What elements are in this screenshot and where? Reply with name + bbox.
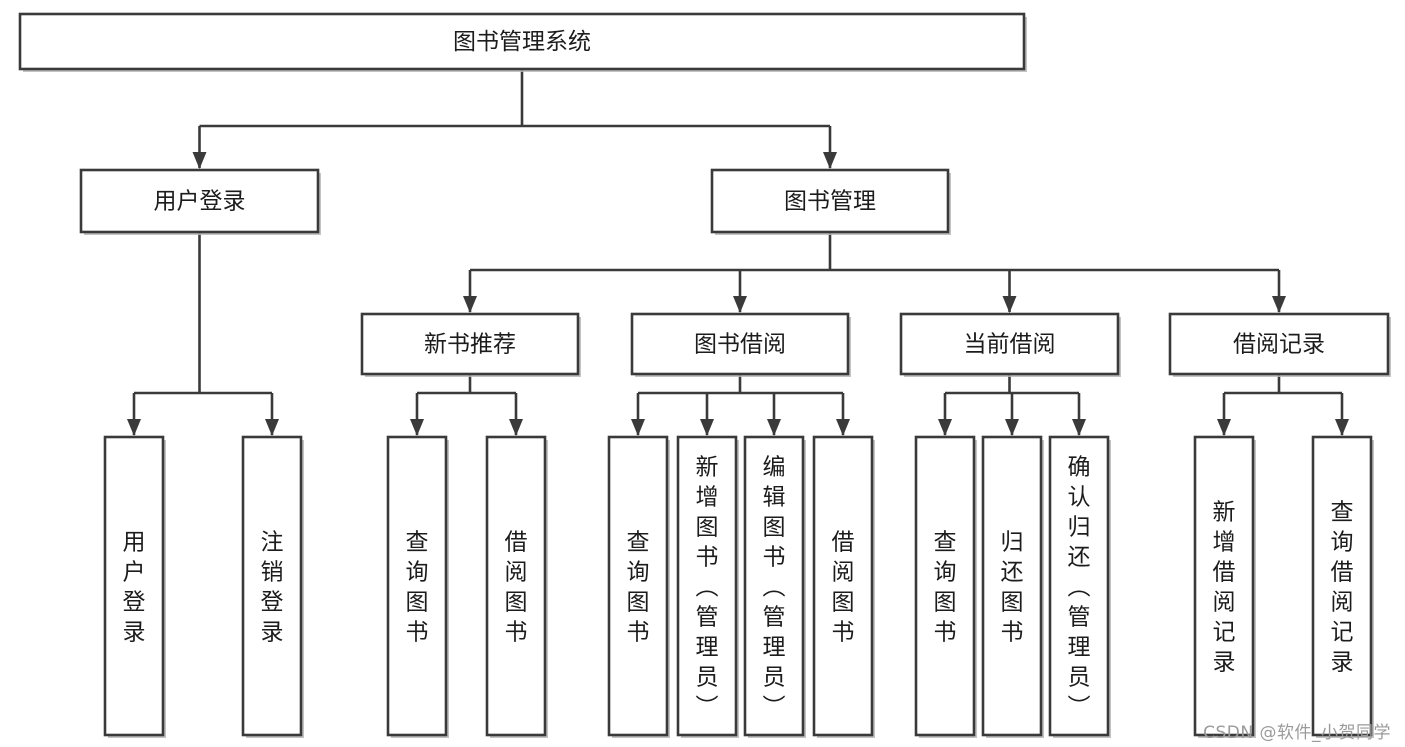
- node-box: [1048, 435, 1110, 737]
- node-l4-add-borrow-record[interactable]: 新增借阅记录: [1193, 435, 1256, 738]
- node-label: 图书管理: [784, 189, 876, 215]
- node-label: 查询图书: [934, 529, 957, 645]
- node-box: [103, 435, 165, 737]
- node-l4-query-book-3[interactable]: 查询图书: [914, 435, 977, 738]
- node-l4-query-book-2[interactable]: 查询图书: [607, 435, 670, 738]
- node-label: 当前借阅: [964, 332, 1056, 358]
- node-label: 借阅记录: [1233, 332, 1325, 358]
- node-l3-book-borrow[interactable]: 图书借阅: [630, 312, 851, 377]
- node-l4-add-book-admin[interactable]: 新增图书︵管理员︶: [676, 435, 739, 738]
- watermark-label: CSDN @软件_小贺同学: [1203, 723, 1391, 743]
- nodes-layer: 图书管理系统用户登录图书管理新书推荐图书借阅当前借阅借阅记录用户登录注销登录查询…: [18, 12, 1391, 738]
- node-l4-return-book[interactable]: 归还图书: [981, 435, 1044, 738]
- edge-group-from-l2-user-login: [127, 232, 279, 436]
- node-box: [485, 435, 547, 737]
- node-l3-borrow-record[interactable]: 借阅记录: [1168, 312, 1391, 377]
- node-l4-borrow-book-2[interactable]: 借阅图书: [812, 435, 875, 738]
- node-root[interactable]: 图书管理系统: [18, 12, 1027, 72]
- node-label: 查询图书: [627, 529, 650, 645]
- node-l4-confirm-return-admin[interactable]: 确认归还︵管理员︶: [1048, 435, 1111, 738]
- node-label: 借阅图书: [832, 529, 855, 645]
- node-label: 用户登录: [154, 189, 246, 215]
- node-l3-new-book-rec[interactable]: 新书推荐: [360, 312, 581, 377]
- connectors-layer: [127, 69, 1349, 436]
- node-l4-user-login[interactable]: 用户登录: [103, 435, 166, 738]
- node-box: [630, 312, 850, 376]
- node-l4-borrow-book-1[interactable]: 借阅图书: [485, 435, 548, 738]
- node-label: 新书推荐: [424, 332, 516, 358]
- node-box: [914, 435, 976, 737]
- node-l2-user-login[interactable]: 用户登录: [79, 168, 321, 235]
- node-box: [386, 435, 448, 737]
- node-l4-edit-book-admin[interactable]: 编辑图书︵管理员︶: [743, 435, 806, 738]
- node-l4-query-book-1[interactable]: 查询图书: [386, 435, 449, 738]
- node-label: 用户登录: [123, 529, 146, 645]
- node-label: 借阅图书: [505, 529, 528, 645]
- node-box: [710, 168, 950, 234]
- node-label: 图书借阅: [694, 332, 786, 358]
- node-box: [743, 435, 805, 737]
- node-label: 注销登录: [261, 529, 284, 645]
- node-label: 确认归还︵管理员︶: [1068, 454, 1091, 720]
- node-label: 新增图书︵管理员︶: [696, 454, 719, 720]
- edge-group-from-l3-current-borrow: [938, 374, 1086, 436]
- node-label: 图书管理系统: [453, 29, 591, 55]
- node-box: [1311, 435, 1373, 737]
- node-l3-current-borrow[interactable]: 当前借阅: [899, 312, 1121, 377]
- node-l2-book-mgmt[interactable]: 图书管理: [710, 168, 951, 235]
- node-box: [241, 435, 303, 737]
- node-box: [1168, 312, 1390, 376]
- node-box: [18, 12, 1026, 71]
- node-label: 新增借阅记录: [1213, 499, 1236, 675]
- node-l4-query-borrow-record[interactable]: 查询借阅记录: [1311, 435, 1374, 738]
- edge-group-from-l3-new-book-rec: [410, 374, 523, 436]
- node-box: [607, 435, 669, 737]
- node-box: [79, 168, 320, 234]
- node-label: 查询图书: [406, 529, 429, 645]
- node-box: [676, 435, 738, 737]
- node-box: [1193, 435, 1255, 737]
- node-box: [360, 312, 580, 376]
- node-label: 编辑图书︵管理员︶: [763, 454, 786, 720]
- node-label: 查询借阅记录: [1331, 499, 1354, 675]
- node-box: [812, 435, 874, 737]
- node-l4-logout-login[interactable]: 注销登录: [241, 435, 304, 738]
- node-box: [899, 312, 1120, 376]
- node-box: [981, 435, 1043, 737]
- edge-group-from-root: [192, 69, 837, 169]
- node-label: 归还图书: [1001, 529, 1024, 645]
- edge-group-from-l3-book-borrow: [631, 374, 850, 436]
- edge-group-from-l2-book-mgmt: [463, 232, 1286, 313]
- edge-group-from-l3-borrow-record: [1217, 374, 1349, 436]
